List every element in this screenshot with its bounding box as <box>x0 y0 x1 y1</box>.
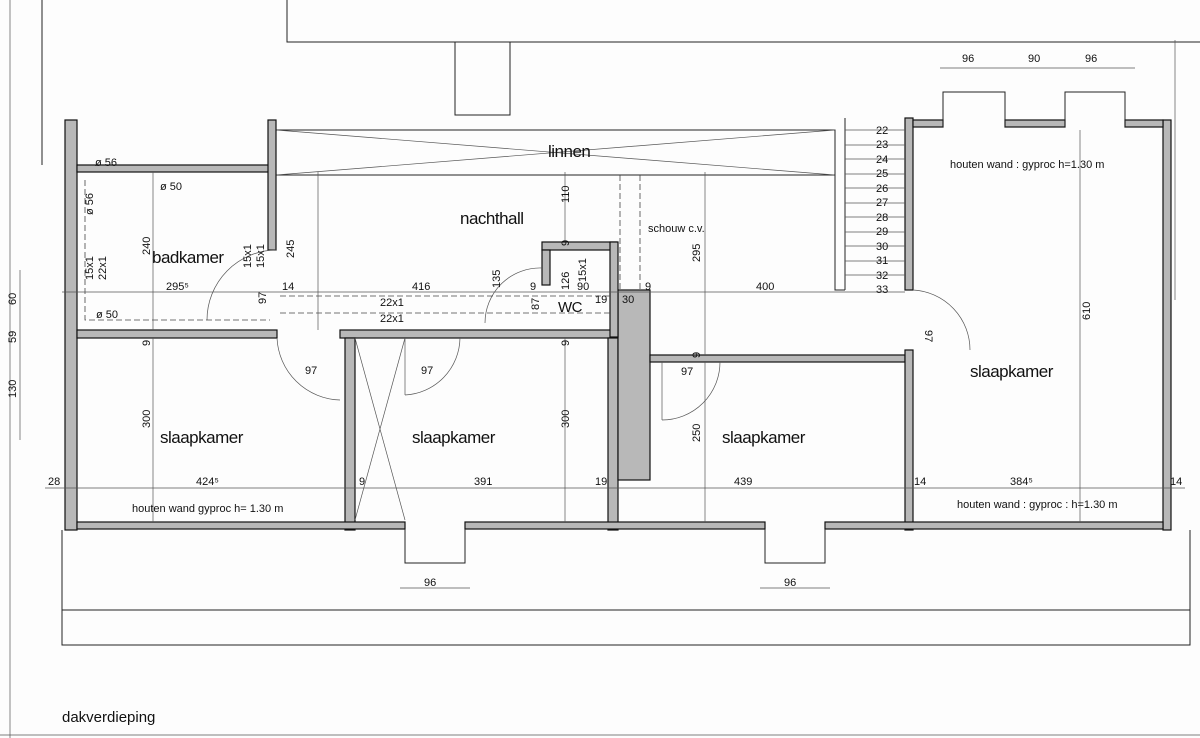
stair-step: 28 <box>876 212 888 224</box>
dimension: 439 <box>734 476 752 488</box>
dimension: 87 <box>530 298 542 310</box>
dimension: 96 <box>1085 53 1097 65</box>
dimension: 295⁵ <box>166 281 189 293</box>
stair-step: 25 <box>876 168 888 180</box>
room-label-linnen: linnen <box>548 142 590 161</box>
stair-step: 27 <box>876 197 888 209</box>
dimension: 300 <box>560 410 572 428</box>
dimension: 97 <box>257 292 269 304</box>
room-label-slaapkamer-1: slaapkamer <box>160 428 244 447</box>
note-wall-bottom-left: houten wand gyproc h= 1.30 m <box>132 503 283 515</box>
dimension: 90 <box>577 281 589 293</box>
dimension: 9 <box>560 340 572 346</box>
dimension: 97 <box>305 365 317 377</box>
stair-step: 32 <box>876 270 888 282</box>
dimension: 240 <box>141 237 153 255</box>
doors <box>84 180 971 521</box>
roof-lines <box>61 129 1191 646</box>
dimension: 245 <box>285 240 297 258</box>
walls <box>64 117 1172 531</box>
dimension: 19 <box>595 294 607 306</box>
dimension: 28 <box>48 476 60 488</box>
dimension: 96 <box>962 53 974 65</box>
dimension: 110 <box>560 185 572 203</box>
pipe-size: 22x1 <box>97 256 109 280</box>
stairs <box>844 118 905 290</box>
dimension: 130 <box>7 380 19 398</box>
room-label-wc: WC <box>558 299 583 316</box>
room-label-slaapkamer-3: slaapkamer <box>722 428 806 447</box>
dimension: 96 <box>424 577 436 589</box>
eaves-outline <box>61 609 1191 646</box>
dimension: 60 <box>7 293 19 305</box>
pipe-size: 15x1 <box>242 244 254 268</box>
pipe-size: 15x1 <box>84 256 96 280</box>
room-label-slaapkamer-4: slaapkamer <box>970 362 1054 381</box>
stair-step: 23 <box>876 139 888 151</box>
stair-step: 31 <box>876 255 888 267</box>
dimension: 9 <box>530 281 536 293</box>
drawing-title: dakverdieping <box>62 709 155 726</box>
room-label-badkamer: badkamer <box>152 248 224 267</box>
dimension: 9 <box>359 476 365 488</box>
room-label-nachthall: nachthall <box>460 209 524 228</box>
dimension: 300 <box>141 410 153 428</box>
dimension: 97 <box>922 330 934 342</box>
dimension: 97 <box>421 365 433 377</box>
note-wall-bottom-right: houten wand : gyproc : h=1.30 m <box>957 499 1118 511</box>
dimension: 9 <box>645 281 651 293</box>
dimension: 19 <box>595 476 607 488</box>
stair-step: 24 <box>876 154 888 166</box>
pipe-size: 15x1 <box>255 244 267 268</box>
dimension: 9 <box>691 352 703 358</box>
dimension: 14 <box>282 281 294 293</box>
dimension: 9 <box>141 340 153 346</box>
pipe-labels: ø 56 ø 50 ø 56 ø 50 15x1 22x1 15x1 15x1 … <box>84 157 589 325</box>
dimension: 9 <box>560 240 572 246</box>
dimension-lines <box>19 67 1185 589</box>
dimension: 135 <box>491 270 503 288</box>
dimension: 14 <box>914 476 926 488</box>
dimension: 384⁵ <box>1010 476 1033 488</box>
stair-step: 26 <box>876 183 888 195</box>
dimension: 424⁵ <box>196 476 219 488</box>
stair-step: 33 <box>876 284 888 296</box>
dimension: 400 <box>756 281 774 293</box>
dimension: 250 <box>691 424 703 442</box>
dimension: 295 <box>691 244 703 262</box>
note-schouw: schouw c.v. <box>648 223 705 235</box>
dormers <box>404 91 1126 564</box>
stair-step: 29 <box>876 226 888 238</box>
stair-step-numbers: 22 23 24 25 26 27 28 29 30 31 32 33 <box>876 125 888 296</box>
dimension: 14 <box>1170 476 1182 488</box>
room-label-slaapkamer-2: slaapkamer <box>412 428 496 447</box>
dimension: 97 <box>681 366 693 378</box>
dimension: 90 <box>1028 53 1040 65</box>
stair-step: 30 <box>876 241 888 253</box>
pipe-diameter: ø 56 <box>84 193 96 215</box>
dimension-labels: 96 90 96 60 59 130 240 245 110 295⁵ 14 9… <box>7 53 1182 589</box>
note-wall-top-right: houten wand : gyproc h=1.30 m <box>950 159 1104 171</box>
dimension: 416 <box>412 281 430 293</box>
chimney-outline <box>454 41 511 116</box>
dimension: 610 <box>1081 302 1093 320</box>
dimension: 391 <box>474 476 492 488</box>
stair-step: 22 <box>876 125 888 137</box>
pipe-size: 15x1 <box>577 258 589 282</box>
pipe-diameter: ø 50 <box>96 309 118 321</box>
dimension: 30 <box>622 294 634 306</box>
pipe-diameter: ø 56 <box>95 157 117 169</box>
pipe-size: 22x1 <box>380 313 404 325</box>
dimension: 96 <box>784 577 796 589</box>
dimension: 59 <box>7 331 19 343</box>
pipe-size: 22x1 <box>380 297 404 309</box>
pipe-diameter: ø 50 <box>160 181 182 193</box>
dimension: 126 <box>560 272 572 290</box>
